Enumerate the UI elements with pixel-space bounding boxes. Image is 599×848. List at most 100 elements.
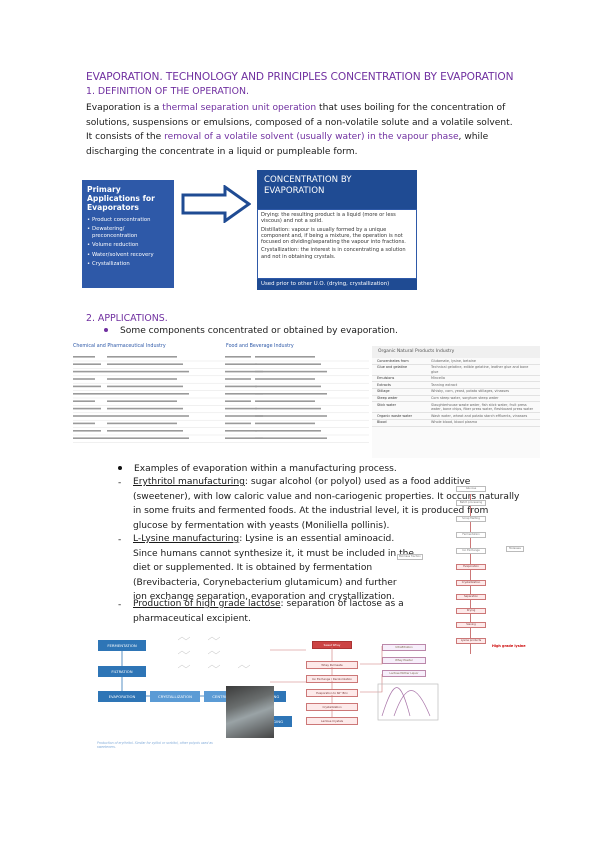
table-cell: Corn steep water, sorghum steep water (431, 396, 499, 401)
table-text-line (73, 363, 101, 365)
table-text-line (225, 430, 257, 432)
table-text-line (225, 437, 263, 439)
flow-step: Separation (456, 594, 486, 600)
dash-marker: - (118, 535, 122, 545)
erythritol-line: (sweetener), with low caloric value and … (133, 491, 520, 502)
table-text-line (225, 415, 263, 417)
flow-step: Drying (456, 608, 486, 614)
flow-step: Batch processing (456, 500, 486, 506)
dash-marker: - (118, 600, 122, 610)
section-applications-heading: 2. APPLICATIONS. (86, 313, 168, 324)
lactose-flow-connectors (270, 646, 439, 721)
lactose-paragraph: Production of high grade lactose: separa… (133, 597, 423, 626)
section-definition-heading: 1. DEFINITION OF THE OPERATION. (86, 86, 249, 97)
table-text-line (225, 378, 251, 380)
table-cell: Stillage (377, 389, 390, 394)
table-text-line (73, 422, 95, 425)
bullet-examples-text: Examples of evaporation within a manufac… (134, 464, 397, 474)
bullet-components-text: Some components concentrated or obtained… (120, 326, 398, 336)
table-text-line (255, 363, 321, 365)
table-cell: Extracts (377, 382, 391, 387)
flow-step: Glucose (456, 486, 486, 492)
concentration-note: Distillation: vapour is usually formed b… (261, 226, 406, 246)
table-text-line (107, 378, 177, 380)
bullet-icon (104, 327, 108, 332)
erythritol-title: Erythritol manufacturing (133, 477, 245, 487)
table-text-line (73, 370, 107, 373)
dash-marker: - (118, 478, 122, 488)
applications-title: Primary Applications for Evaporators (87, 185, 155, 212)
concentration-title-box: CONCENTRATION BY EVAPORATION (257, 170, 417, 210)
application-item: Dewatering/ preconcentration (87, 226, 169, 239)
process-note: Production of erythritol. Similar for xy… (97, 741, 213, 749)
application-item: Crystallization (87, 261, 169, 268)
definition-text-2: that uses boiling for the concentration … (86, 103, 513, 128)
table-text-line (73, 415, 107, 417)
table-text-line (73, 378, 95, 380)
lactose-side-step: Ultrafiltration (382, 644, 426, 651)
table-cell: Emulsions (377, 376, 395, 381)
table-cell: Concentrates from (377, 358, 409, 363)
table-text-line (255, 407, 321, 410)
lactose-title: Production of high grade lactose (133, 599, 281, 609)
table-text-line (73, 437, 107, 439)
chemical-table-title: Chemical and Pharmaceutical Industry (73, 344, 166, 349)
industry-tables-image (73, 356, 369, 443)
table-text-line (73, 400, 95, 402)
concentration-note: Drying: the resulting product is a liqui… (261, 212, 396, 225)
table-cell: Glue and gelatine (377, 365, 408, 370)
arrow-right-icon (181, 185, 251, 223)
definition-text-1: Evaporation is a (86, 103, 163, 113)
concentration-notes: Drying: the resulting product is a liqui… (257, 209, 417, 279)
flow-side-output: Molasses (506, 546, 524, 552)
application-item: Product concentration (87, 217, 169, 224)
definition-text-3: It consists of the (86, 132, 165, 143)
lactose-step: Lactose Crystals (306, 717, 358, 725)
process-step-fermentation: FERMENTATION (98, 640, 146, 651)
table-text-line (107, 437, 189, 439)
food-table-title: Food and Beverage Industry (226, 344, 294, 349)
applications-list: Product concentration Dewatering/ precon… (87, 217, 169, 268)
table-cell: Steep water (377, 396, 398, 401)
lysine-paragraph: L-Lysine manufacturing: Lysine is an ess… (133, 532, 423, 605)
table-text-line (73, 430, 101, 432)
lysine-flow-diagram: Glucose Batch processing Scrap Melting F… (397, 486, 526, 661)
table-cell: Technical gelatine, edible gelatine, lea… (431, 365, 529, 374)
table-cell: Glutamate, lysine, betaine (431, 358, 476, 363)
bullet-examples: Examples of evaporation within a manufac… (118, 464, 397, 474)
table-text-line (225, 400, 251, 402)
definition-highlight-1: thermal separation unit operation (162, 103, 317, 113)
concentration-footer: Used prior to other U.O. (drying, crysta… (257, 279, 417, 290)
flow-step: Evaporation (456, 564, 486, 570)
erythritol-line: : sugar alcohol (or polyol) used as a fo… (244, 477, 471, 487)
organic-products-table: Organic Natural Products Industry Concen… (372, 346, 540, 458)
lactose-side-step: Whey Powder (382, 657, 426, 664)
table-text-line (255, 437, 327, 439)
flow-step: Lysine products (456, 638, 486, 644)
table-text-line (255, 400, 315, 402)
table-text-line (107, 422, 177, 425)
table-cell: Wash water, wheat and potato starch effl… (431, 413, 528, 418)
bullet-components: Some components concentrated or obtained… (104, 326, 398, 336)
table-cell: Slaughterhouse waste water, fish stick w… (431, 402, 534, 412)
erythritol-line: glucose by fermentation with yeasts (Mon… (133, 520, 390, 531)
lysine-line: diet or supplemented. It is obtained by … (133, 563, 373, 574)
table-text-line (107, 370, 189, 373)
table-text-line (73, 407, 101, 410)
table-text-line (225, 393, 263, 395)
table-text-line (225, 422, 251, 425)
table-text-line (225, 385, 257, 388)
process-step-evaporation: EVAPORATION (98, 691, 146, 702)
flow-step: Scrap Melting (456, 516, 486, 522)
document-heading: EVAPORATION. TECHNOLOGY AND PRINCIPLES C… (86, 71, 514, 83)
table-text-line (73, 356, 95, 358)
erythritol-line: in some fruits and fermented foods. At t… (133, 506, 489, 517)
flow-step: Sieving (456, 622, 486, 628)
lysine-line: ion exchange separation, evaporation and… (133, 592, 395, 603)
flow-step: Crystallization (456, 580, 486, 586)
table-text-line (225, 363, 257, 365)
